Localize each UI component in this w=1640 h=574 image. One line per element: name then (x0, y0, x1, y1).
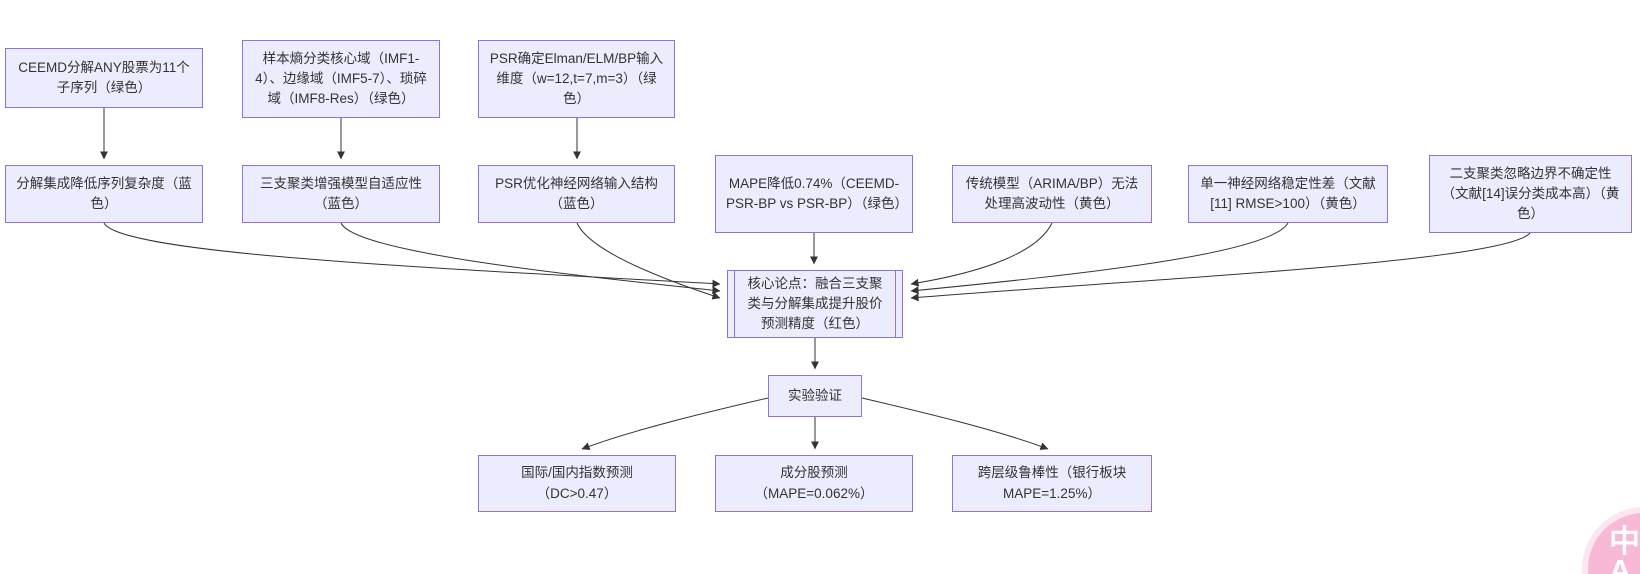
node-mape-improvement: MAPE降低0.74%（CEEMD-PSR-BP vs PSR-BP）（绿色） (715, 155, 913, 233)
edge-adaptivity-to-core (340, 222, 721, 295)
node-traditional-model-limitation: 传统模型（ARIMA/BP）无法处理高波动性（黄色） (952, 165, 1152, 223)
node-psr-input-structure: PSR优化神经网络输入结构（蓝色） (478, 165, 675, 223)
node-ceemd-decompose: CEEMD分解ANY股票为11个子序列（绿色） (5, 48, 203, 108)
edge-traditional-to-core (910, 222, 1053, 287)
node-decomposition-complexity: 分解集成降低序列复杂度（蓝色） (5, 165, 203, 223)
node-index-prediction: 国际/国内指数预测（DC>0.47） (478, 455, 676, 512)
node-three-way-adaptivity: 三支聚类增强模型自适应性（蓝色） (242, 165, 440, 223)
edge-complexity-to-core (103, 222, 721, 288)
edge-singlenn-to-core (910, 222, 1289, 295)
node-sample-entropy: 样本熵分类核心域（IMF1-4）、边缘域（IMF5-7）、琐碎域（IMF8-Re… (242, 40, 440, 118)
translate-icon: 中A (1609, 524, 1640, 574)
edge-experiment-to-indexpred (581, 397, 769, 451)
node-core-thesis: 核心论点：融合三支聚类与分解集成提升股价预测精度（红色） (727, 270, 903, 338)
node-experiment-validation: 实验验证 (768, 375, 862, 417)
node-single-nn-instability: 单一神经网络稳定性差（文献[11] RMSE>100）（黄色） (1188, 165, 1388, 223)
edge-twoway-to-core (910, 232, 1531, 302)
node-psr-input-dimension: PSR确定Elman/ELM/BP输入维度（w=12,t=7,m=3）（绿色） (478, 40, 675, 118)
node-cross-level-robustness: 跨层级鲁棒性（银行板块MAPE=1.25%） (952, 455, 1152, 512)
node-two-way-clustering-limitation: 二支聚类忽略边界不确定性（文献[14]误分类成本高）（黄色） (1429, 155, 1632, 233)
edge-psrstructure-to-core (576, 222, 721, 300)
edge-experiment-to-robustness (861, 397, 1049, 451)
translate-button[interactable]: 中A (1588, 513, 1640, 574)
node-constituent-prediction: 成分股预测（MAPE=0.062%） (715, 455, 913, 512)
